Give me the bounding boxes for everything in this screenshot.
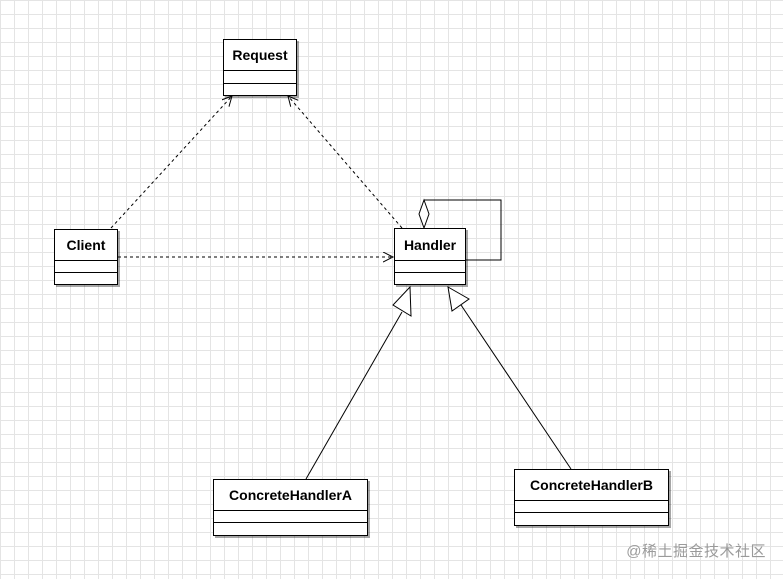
concrete-b-generalization	[460, 304, 572, 470]
class-handler[interactable]: Handler	[394, 228, 466, 285]
handler-request-dependency	[288, 96, 403, 229]
site-watermark: @稀土掘金技术社区	[626, 543, 766, 560]
class-concrete-handler-a[interactable]: ConcreteHandlerA	[213, 479, 368, 536]
generalization-triangle-b	[447, 286, 470, 312]
class-concrete-handler-b-attributes	[515, 501, 668, 513]
class-client-name: Client	[55, 230, 117, 261]
client-request-dependency	[110, 96, 232, 229]
concrete-a-generalization	[305, 311, 403, 480]
class-handler-attributes	[395, 261, 465, 273]
generalization-triangle-a	[392, 285, 412, 317]
class-concrete-handler-b-name: ConcreteHandlerB	[515, 470, 668, 501]
class-client[interactable]: Client	[54, 229, 118, 285]
class-request-name: Request	[224, 40, 296, 71]
class-handler-name: Handler	[395, 229, 465, 261]
class-request-attributes	[224, 71, 296, 84]
class-concrete-handler-a-attributes	[214, 511, 367, 523]
handler-self-aggregation	[424, 199, 502, 261]
class-request[interactable]: Request	[223, 39, 297, 96]
class-concrete-handler-b[interactable]: ConcreteHandlerB	[514, 469, 669, 526]
class-client-attributes	[55, 261, 117, 273]
class-concrete-handler-a-name: ConcreteHandlerA	[214, 480, 367, 511]
aggregation-diamond	[418, 198, 430, 230]
